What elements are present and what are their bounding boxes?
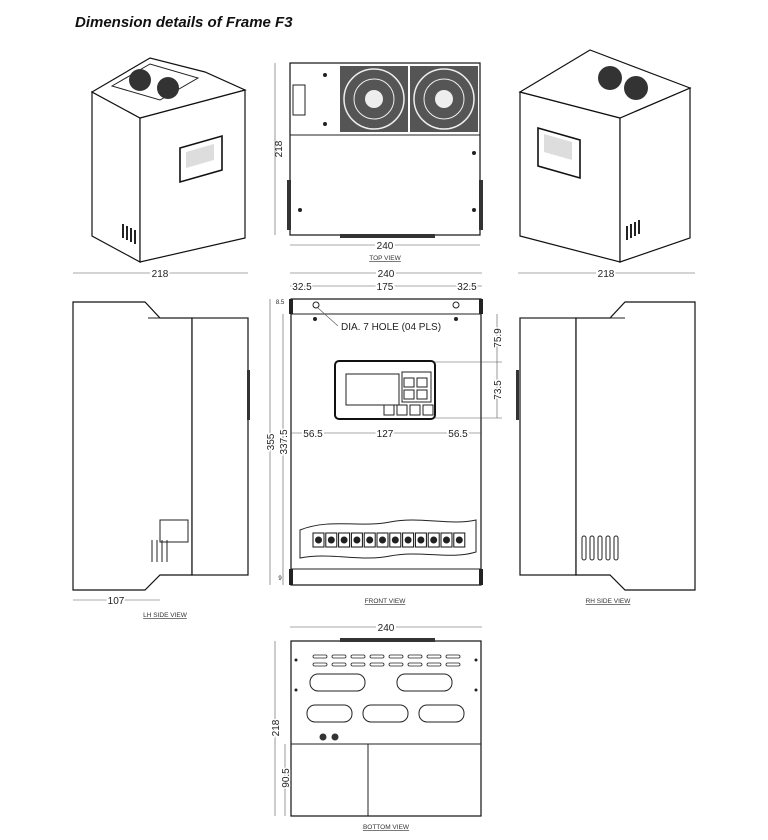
front-view-label: FRONT VIEW xyxy=(365,598,407,605)
vent-slot xyxy=(331,654,347,659)
front-width-dimension: 240 xyxy=(378,269,395,280)
isometric-view-left xyxy=(90,57,247,264)
terminal-screw-icon xyxy=(417,536,425,544)
hole-edge-left-dimension: 32.5 xyxy=(292,282,312,293)
terminal-screw-icon xyxy=(340,536,348,544)
front-view: 240 32.5 175 32.5 DIA. 7 HOLE (04 PLS) 7… xyxy=(265,267,506,605)
vent-slots xyxy=(312,654,461,667)
vent-slot xyxy=(426,654,442,659)
page-title: Dimension details of Frame F3 xyxy=(75,14,293,31)
terminal-screw-icon xyxy=(315,536,322,544)
inner-height-dimension: 337.5 xyxy=(279,429,290,454)
bottom-section-dimension: 90.5 xyxy=(281,768,292,788)
bottom-offset-dimension: 9 xyxy=(278,576,282,582)
rh-side-view-label: RH SIDE VIEW xyxy=(586,598,632,605)
vent-slot xyxy=(388,662,404,667)
top-offset-dimension: 8.5 xyxy=(276,300,285,306)
terminal-screw-icon xyxy=(430,536,438,544)
vent-slot xyxy=(369,654,385,659)
bottom-width-dimension: 240 xyxy=(378,623,395,634)
lh-side-depth-dimension: 218 xyxy=(152,269,169,280)
vent-slot xyxy=(369,662,385,667)
terminal-screw-icon xyxy=(455,536,463,544)
vent-slot xyxy=(350,662,366,667)
display-left-dimension: 56.5 xyxy=(303,429,323,440)
terminal-screw-icon xyxy=(366,536,374,544)
display-height-dimension: 73.5 xyxy=(493,380,504,400)
vent-slot xyxy=(388,654,404,659)
vent-slot xyxy=(407,662,423,667)
vent-slot xyxy=(407,654,423,659)
display-top-dimension: 75.9 xyxy=(493,328,504,348)
terminal-block xyxy=(312,532,466,548)
bottom-view-label: BOTTOM VIEW xyxy=(363,824,410,831)
top-view-label: TOP VIEW xyxy=(369,255,401,262)
vent-slot xyxy=(445,654,461,659)
rh-side-view: 218 RH SIDE VIEW xyxy=(516,267,696,605)
lh-side-view-label: LH SIDE VIEW xyxy=(143,612,188,619)
top-view-width-dimension: 240 xyxy=(377,241,394,252)
isometric-view-right xyxy=(518,49,692,263)
lh-side-view: 218 107 LH SIDE VIEW xyxy=(72,267,250,619)
vent-slot xyxy=(426,662,442,667)
rh-side-depth-dimension: 218 xyxy=(598,269,615,280)
bottom-depth-dimension: 218 xyxy=(271,719,282,736)
bottom-view: 240 218 90.5 BOTTOM VIEW xyxy=(270,621,482,831)
hole-edge-right-dimension: 32.5 xyxy=(457,282,477,293)
vent-slot xyxy=(331,662,347,667)
top-view-depth-dimension: 218 xyxy=(274,140,285,157)
terminal-screw-icon xyxy=(391,536,399,544)
hole-note: DIA. 7 HOLE (04 PLS) xyxy=(341,322,441,333)
total-height-dimension: 355 xyxy=(266,433,277,450)
lh-side-offset-dimension: 107 xyxy=(108,596,125,607)
terminal-screw-icon xyxy=(404,536,412,544)
display-width-dimension: 127 xyxy=(377,429,394,440)
top-view: 218 240 TOP VIEW xyxy=(274,62,483,262)
vent-slot xyxy=(312,662,328,667)
terminal-screw-icon xyxy=(327,536,335,544)
terminal-screw-icon xyxy=(379,536,386,544)
terminal-screw-icon xyxy=(443,536,450,544)
hole-spacing-dimension: 175 xyxy=(377,282,394,293)
display-right-dimension: 56.5 xyxy=(448,429,468,440)
vent-slot xyxy=(445,662,461,667)
vent-slot xyxy=(350,654,366,659)
terminal-screw-icon xyxy=(353,536,361,544)
vent-slot xyxy=(312,654,328,659)
